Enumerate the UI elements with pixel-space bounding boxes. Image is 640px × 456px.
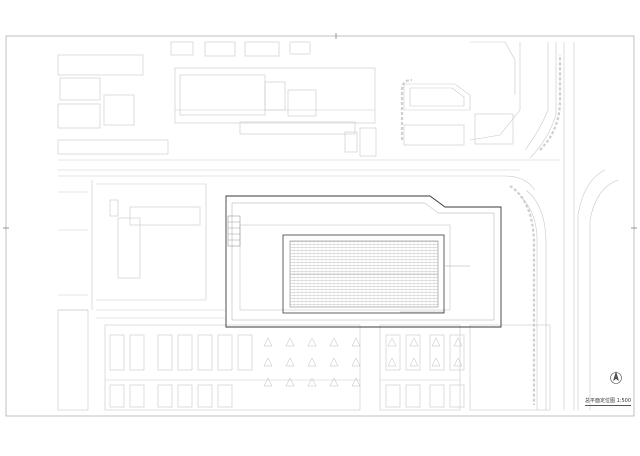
sheet-frame bbox=[5, 35, 635, 417]
drawing-caption: 总平面定位图 1:500 bbox=[585, 398, 631, 406]
tree-symbols bbox=[263, 337, 463, 387]
north-arrow-icon bbox=[610, 371, 622, 384]
south-blocks bbox=[109, 334, 465, 408]
site-boundary bbox=[225, 195, 502, 328]
road-dash-curve bbox=[400, 55, 562, 405]
main-building bbox=[282, 234, 445, 314]
context-linework bbox=[57, 41, 619, 411]
